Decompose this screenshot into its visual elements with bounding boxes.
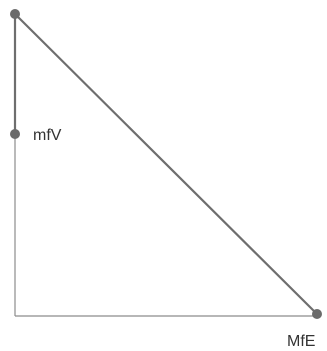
- node-top-dot: [10, 9, 20, 19]
- node-mfe-label: MfE: [287, 333, 315, 350]
- node-mfv-dot: [10, 129, 20, 139]
- edge-top-to-mfe: [13, 12, 319, 316]
- node-mfv-label: mfV: [33, 127, 62, 144]
- node-mfe-dot: [312, 309, 322, 319]
